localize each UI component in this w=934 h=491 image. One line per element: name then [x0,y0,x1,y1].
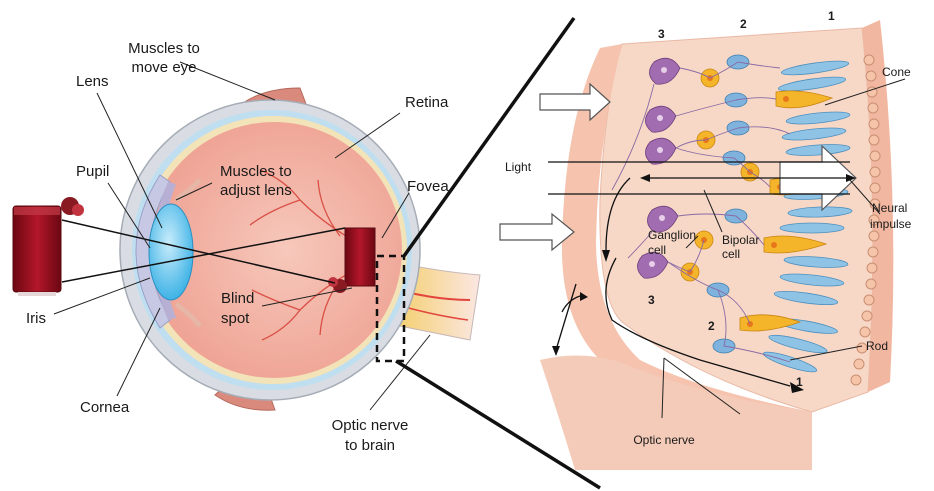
label-blind-spot-2: spot [221,310,250,327]
layer-number-2-top: 2 [740,17,747,31]
label-cone: Cone [882,65,911,79]
label-optic-nerve-brain-1: Optic nerve [332,417,409,434]
label-bipolar-cell-1: Bipolar [722,233,759,247]
label-muscles-adjust-lens-2: adjust lens [220,182,292,199]
label-blind-spot-1: Blind [221,290,254,307]
label-muscles-move-eye-2: move eye [131,59,196,76]
label-light: Light [505,160,532,174]
layer-number-1-top: 1 [828,9,835,23]
layer-number-1-low: 1 [796,375,803,389]
lens [149,204,193,300]
label-muscles-move-eye-1: Muscles to [128,40,200,57]
label-optic-nerve: Optic nerve [633,433,695,447]
label-muscles-adjust-lens-1: Muscles to [220,163,292,180]
zoom-line-top [404,18,574,256]
label-neural-impulse-2: impulse [870,217,912,231]
layer-number-2-low: 2 [708,319,715,333]
drink-glass-left [13,197,84,296]
label-iris: Iris [26,310,46,327]
label-ganglion-cell-1: Ganglion [648,228,696,242]
label-fovea: Fovea [407,178,449,195]
label-lens: Lens [76,73,109,90]
label-pupil: Pupil [76,163,109,180]
label-bipolar-cell-2: cell [722,247,740,261]
layer-number-3-top: 3 [658,27,665,41]
label-retina: Retina [405,94,449,111]
retina-section: Light Cone Neural impulse Ganglion cell … [500,9,912,470]
label-rod: Rod [866,339,888,353]
label-optic-nerve-brain-2: to brain [345,437,395,454]
layer-number-3-low: 3 [648,293,655,307]
label-ganglion-cell-2: cell [648,243,666,257]
label-cornea: Cornea [80,399,130,416]
label-neural-impulse-1: Neural [872,201,907,215]
